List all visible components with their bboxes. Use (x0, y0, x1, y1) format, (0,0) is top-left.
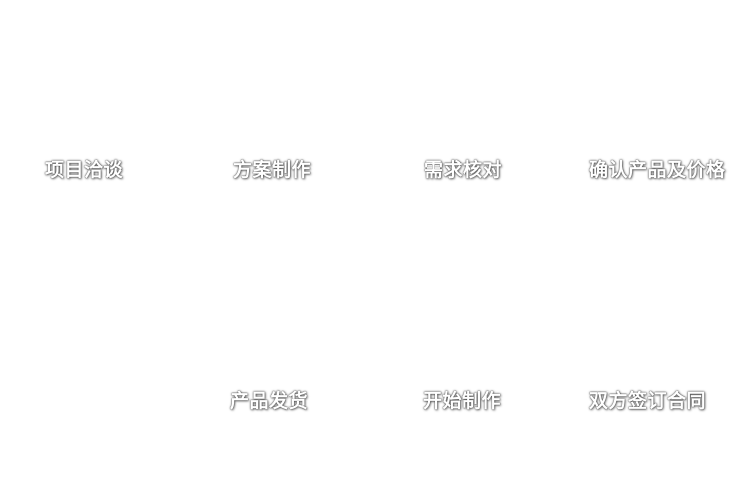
flow-step-confirm-product-price: 确认产品及价格 (589, 160, 726, 181)
flow-step-requirement-check: 需求核对 (424, 160, 503, 181)
flow-step-product-shipping: 产品发货 (230, 391, 309, 412)
flow-step-start-production: 开始制作 (423, 391, 502, 412)
flow-step-project-negotiation: 项目洽谈 (45, 160, 124, 181)
flow-step-proposal-creation: 方案制作 (233, 160, 312, 181)
flow-step-sign-contract: 双方签订合同 (589, 391, 707, 412)
